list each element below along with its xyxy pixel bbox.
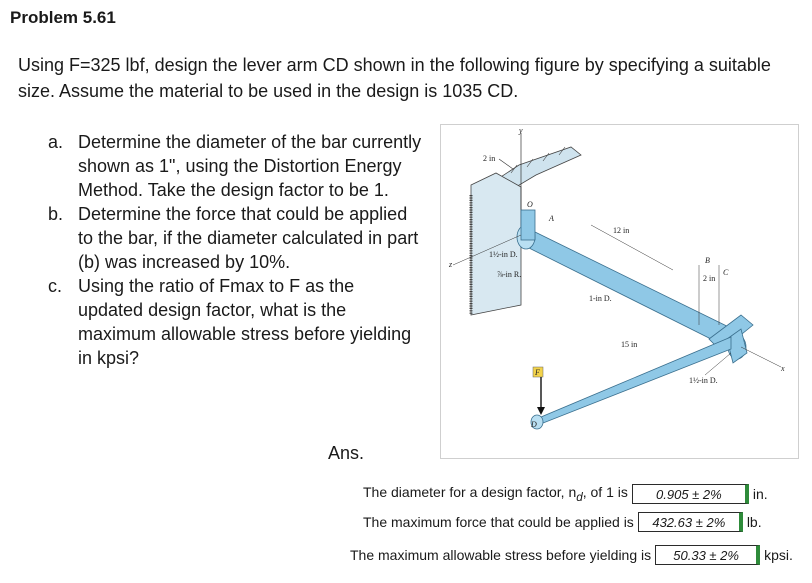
- answer-row-diameter: The diameter for a design factor, nd, of…: [363, 484, 768, 504]
- part-label: b.: [48, 204, 64, 224]
- answers-heading: Ans.: [328, 443, 365, 463]
- wall-left: [469, 172, 522, 316]
- label-D: D: [530, 420, 537, 429]
- label-1in-D: 1-in D.: [589, 294, 612, 303]
- part-c: c. Using the ratio of Fmax to F as the u…: [48, 274, 423, 370]
- label-15in: 15 in: [621, 340, 637, 349]
- part-a: a. Determine the diameter of the bar cur…: [48, 130, 423, 202]
- answer-question: The maximum force that could be applied …: [363, 514, 634, 530]
- label-2in-top: 2 in: [483, 154, 495, 163]
- label-1half-D-right: 1½-in D.: [689, 376, 718, 385]
- answer-question: The maximum allowable stress before yiel…: [350, 547, 652, 563]
- label-7-8-R: ⅞-in R.: [497, 270, 521, 279]
- label-y: y: [518, 126, 523, 135]
- part-text: Determine the force that could be applie…: [78, 204, 419, 272]
- label-F: F: [534, 368, 540, 377]
- lever-figure: y 2 in O A 12 in 1½-in D. ⅞-in R. 1-in D…: [440, 124, 799, 459]
- problem-intro: Using F=325 lbf, design the lever arm CD…: [18, 55, 771, 101]
- label-2in-right: 2 in: [703, 274, 715, 283]
- problem-parts: a. Determine the diameter of the bar cur…: [48, 130, 423, 370]
- answer-row-stress: The maximum allowable stress before yiel…: [350, 545, 793, 565]
- label-B: B: [705, 256, 710, 265]
- dim-12in: [590, 224, 674, 271]
- force-F: F: [532, 366, 545, 415]
- answer-question: The diameter for a design factor, nd, of…: [363, 484, 628, 504]
- part-text: Determine the diameter of the bar curren…: [78, 132, 422, 200]
- part-label: a.: [48, 132, 64, 152]
- label-z: z: [448, 260, 453, 269]
- answer-unit: kpsi.: [764, 547, 793, 563]
- answer-value-input[interactable]: 0.905 ± 2%: [631, 484, 749, 504]
- part-label: c.: [48, 276, 63, 296]
- x-axis: [740, 346, 782, 368]
- answer-value-input[interactable]: 432.63 ± 2%: [637, 512, 743, 532]
- answer-unit: lb.: [746, 514, 762, 530]
- answer-row-force: The maximum force that could be applied …: [363, 512, 762, 532]
- label-O: O: [527, 200, 533, 209]
- problem-title: Problem 5.61: [10, 8, 116, 27]
- label-1half-D-left: 1½-in D.: [489, 250, 518, 259]
- post-O: [520, 209, 536, 241]
- part-b: b. Determine the force that could be app…: [48, 202, 423, 274]
- label-x: x: [780, 364, 785, 373]
- part-text: Using the ratio of Fmax to F as the upda…: [78, 276, 412, 368]
- z-axis: [452, 234, 522, 266]
- lever-CD: [530, 336, 732, 430]
- lever-diagram: y 2 in O A 12 in 1½-in D. ⅞-in R. 1-in D…: [448, 126, 785, 430]
- label-C: C: [723, 268, 729, 277]
- answer-value-input[interactable]: 50.33 ± 2%: [655, 545, 761, 565]
- label-12in: 12 in: [613, 226, 629, 235]
- bar-OB: [516, 224, 742, 348]
- answer-unit: in.: [752, 486, 768, 502]
- label-A: A: [548, 214, 554, 223]
